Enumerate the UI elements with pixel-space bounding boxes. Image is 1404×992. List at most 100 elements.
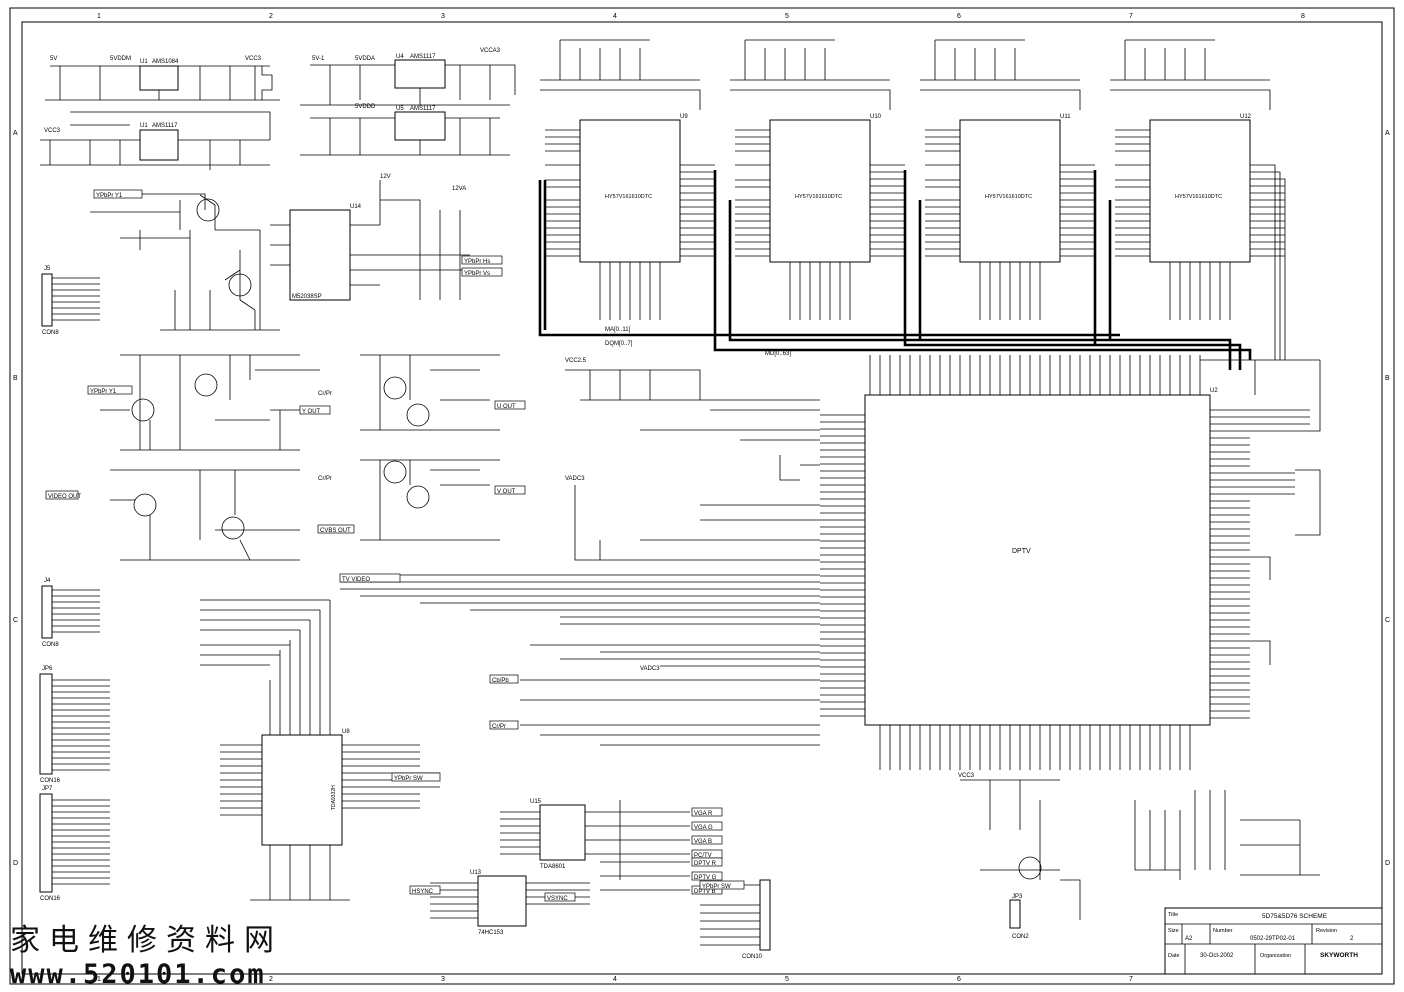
jp7-name: CON16 — [40, 896, 61, 902]
col-label-4: 4 — [613, 13, 617, 20]
rail-5v-1: 5V-1 — [312, 56, 325, 62]
net-ypbpr-sw-con10: YPbPr SW — [702, 884, 731, 890]
u1-ams1117-box — [139, 129, 179, 161]
net-ypbpr-vs: YPbPr Vs — [464, 271, 490, 277]
sdram-u10: U10 HY57V161610DTC — [730, 39, 905, 320]
net-v-out: V OUT — [497, 489, 516, 495]
rail-vcc3: VCC3 — [245, 56, 262, 62]
j4-ref: J4 — [44, 578, 51, 584]
col-label-3: 3 — [441, 13, 445, 20]
row-label-a-right: A — [1385, 130, 1390, 137]
col-label-5-bottom: 5 — [785, 976, 789, 983]
net-ypbpr-sw-tag-u8 — [391, 772, 441, 782]
net-vga-b: VGA B — [694, 839, 712, 845]
analog-frontend-section: VCC2.5 VADC3 TV VIDEO Cb/Pb Cr/Pr VADC3 — [339, 358, 820, 746]
revision-label: Revision — [1316, 928, 1337, 934]
net-cr-pr-tag-c — [489, 720, 519, 730]
u15-ref: U15 — [530, 799, 542, 805]
number-label: Number — [1213, 928, 1233, 934]
watermark: 家电维修资料网 www.520101.com — [10, 923, 283, 990]
col-label-8: 8 — [1301, 13, 1305, 20]
col-label-1: 1 — [97, 13, 101, 20]
net-dptv-g-tag — [691, 871, 723, 881]
date-value: 30-Oct-2002 — [1200, 953, 1234, 959]
net-ypbpr-vs-tag — [461, 267, 503, 277]
rail-5vddd: 5VDDD — [355, 104, 376, 110]
net-vsync-tag — [544, 892, 576, 902]
net-dqm-bus: DQM[0..7] — [605, 341, 633, 347]
connector-con10: YPbPr SW CON10 — [699, 879, 771, 960]
net-y-out-tag — [299, 405, 331, 415]
net-video-out-tag — [45, 490, 79, 500]
u14-box — [289, 209, 351, 301]
u10-ref: U10 — [870, 114, 882, 120]
row-label-c-right: C — [1385, 617, 1390, 624]
u12-part: HY57V161610DTC — [1175, 194, 1222, 200]
chip-u15-tda8601: U15 TDA8601 VGA R VGA G VGA B PC/TV DPTV… — [500, 799, 723, 895]
j4-name: CON8 — [42, 642, 59, 648]
net-cvbs-out-tag — [317, 524, 355, 534]
row-label-a: A — [13, 130, 18, 137]
net-dptv-g: DPTV G — [694, 875, 717, 881]
con10-name: CON10 — [742, 954, 763, 960]
col-label-3-bottom: 3 — [441, 976, 445, 983]
u12-ref: U12 — [1240, 114, 1252, 120]
title-value: 5D75&5D76 SCHEME — [1262, 913, 1328, 920]
connector-jp7: JP7 CON16 — [39, 786, 110, 902]
net-tv-video-tag — [339, 573, 401, 583]
memory-buses: MA[0..11] DQM[0..7] MD[0..63] — [538, 170, 1320, 395]
u1b-part: AMS1117 — [152, 123, 178, 129]
net-pc-tv: PC/TV — [694, 853, 712, 859]
chip-u8-tda9332h: U8 TDA9332H YPbPr SW — [200, 599, 441, 901]
row-label-c: C — [13, 617, 18, 624]
j5-name: CON8 — [42, 330, 59, 336]
col-label-2-bottom: 2 — [269, 976, 273, 983]
col-label-1-bottom: 1 — [97, 976, 101, 983]
col-label-6-bottom: 6 — [957, 976, 961, 983]
net-cr-pr-b: Cr/Pr — [318, 476, 332, 482]
j5-ref: J5 — [44, 266, 51, 272]
net-ma-bus: MA[0..11] — [605, 327, 631, 333]
col-label-7-bottom: 7 — [1129, 976, 1133, 983]
rail-vcc3-b: VCC3 — [44, 128, 61, 134]
u1a-part: AMS1084 — [152, 59, 179, 65]
net-v-out-tag — [494, 485, 526, 495]
title-label: Title — [1168, 912, 1178, 918]
row-label-b-right: B — [1385, 375, 1390, 382]
net-ypbpr-hs: YPbPr Hs — [464, 259, 490, 265]
connector-j5: J5 CON8 — [41, 266, 100, 336]
net-cb-pb-a: Cb/Pb — [492, 678, 509, 684]
sdram-u11: U11 HY57V161610DTC — [920, 39, 1095, 320]
u1b-ref: U1 — [140, 123, 148, 129]
u8-ref: U8 — [342, 729, 350, 735]
net-vsync: VSYNC — [547, 896, 568, 902]
connector-j4: J4 CON8 — [41, 578, 100, 648]
u5-part: AMS1117 — [410, 106, 436, 112]
net-cr-pr-a: Cr/Pr — [318, 391, 332, 397]
jp6-name: CON16 — [40, 778, 61, 784]
rail-vcc3-c: VCC3 — [958, 773, 975, 779]
net-dptv-b: DPTV B — [694, 889, 716, 895]
net-vga-b-tag — [691, 835, 723, 845]
size-value: A2 — [1185, 936, 1193, 942]
rail-vadc3-a: VADC3 — [565, 476, 585, 482]
sync-section: VCC3 JP3 CON2 — [958, 773, 1320, 940]
net-dptv-r-tag — [691, 857, 723, 867]
jp6-ref: JP6 — [42, 666, 53, 672]
rail-12va: 12VA — [452, 186, 466, 192]
u4-part: AMS1117 — [410, 54, 436, 60]
net-vga-g-tag — [691, 821, 723, 831]
net-tv-video: TV VIDEO — [342, 577, 370, 583]
u4-regulator-box — [394, 59, 446, 89]
u1a-ref: U1 — [140, 59, 148, 65]
net-video-out: VIDEO OUT — [48, 494, 81, 500]
u11-part: HY57V161610DTC — [985, 194, 1032, 200]
rail-5v: 5V — [50, 56, 57, 62]
u2-name: DPTV — [1012, 548, 1031, 555]
frame-row-labels: A B C D A B C D — [13, 130, 1390, 867]
size-label: Size — [1168, 928, 1179, 934]
date-label: Date — [1168, 953, 1180, 959]
u8-part: TDA9332H — [331, 785, 337, 810]
jp3-name: CON2 — [1012, 934, 1029, 940]
